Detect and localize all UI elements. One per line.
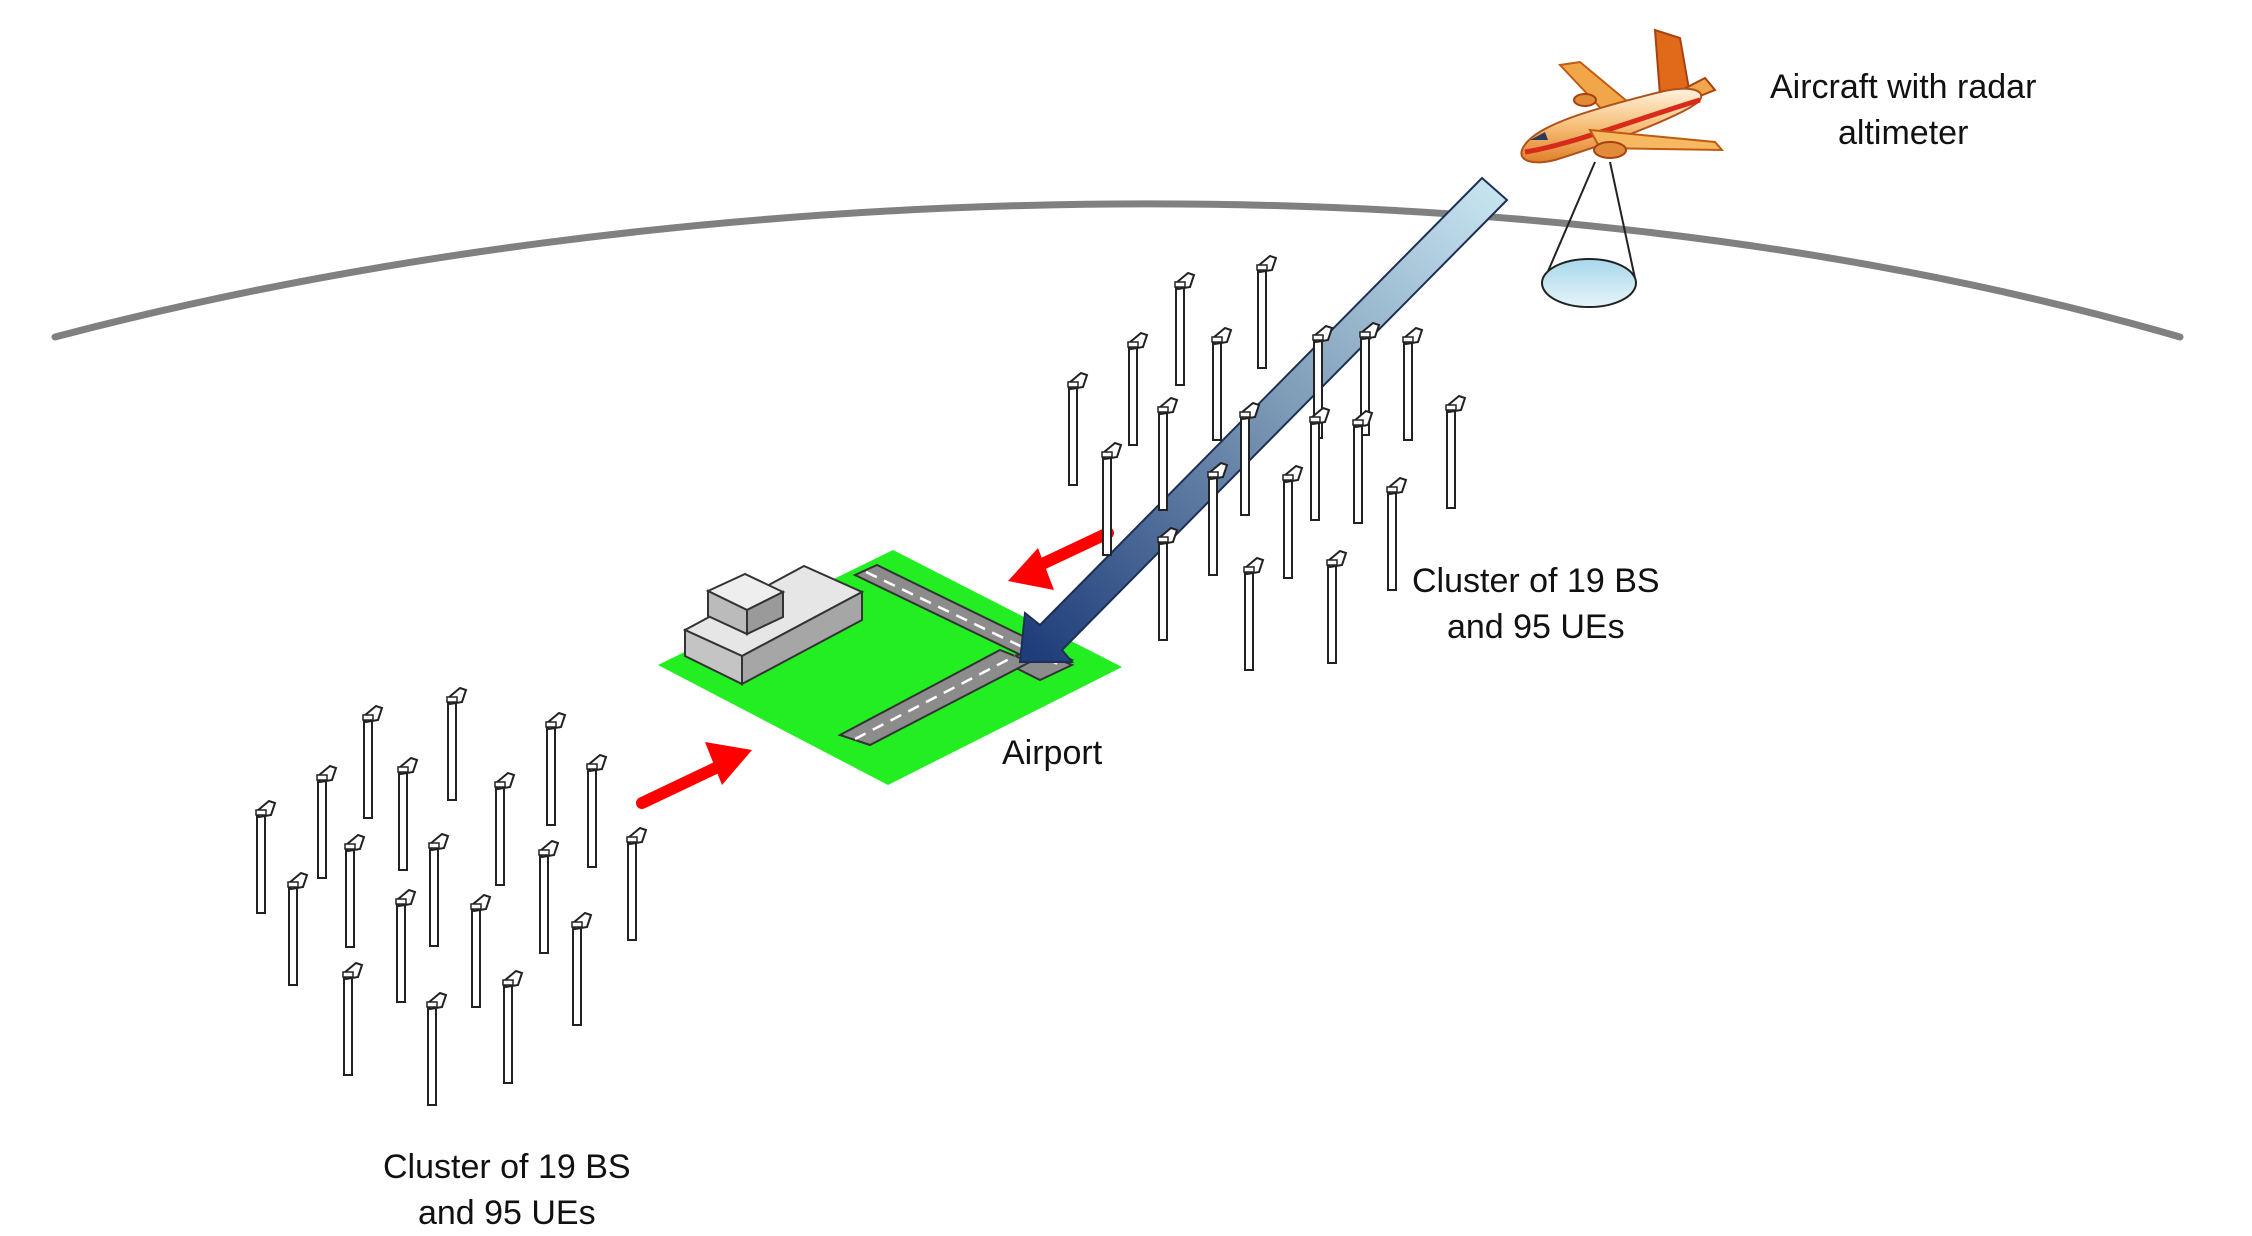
runway (837, 563, 1075, 747)
cluster-left-label-line1: Cluster of 19 BS (383, 1148, 631, 1186)
aircraft-icon (1520, 28, 1725, 164)
aircraft-label-line1: Aircraft with radar (1770, 68, 2037, 106)
aircraft-label: Aircraft with radar altimeter (1770, 64, 2036, 156)
radar-footprint-icon (1541, 161, 1637, 308)
aircraft-label-line2: altimeter (1838, 114, 1969, 152)
airport-label-text: Airport (1002, 734, 1103, 772)
bs-cluster-left (255, 687, 647, 1106)
cluster-right-label-line1: Cluster of 19 BS (1412, 562, 1660, 600)
altimeter-beam (1018, 176, 1509, 663)
cluster-left-label: Cluster of 19 BS and 95 UEs (383, 1144, 631, 1236)
airport-label: Airport (1002, 730, 1102, 776)
interference-arrow-left (636, 742, 752, 809)
cluster-right-label-line2: and 95 UEs (1446, 608, 1625, 646)
horizon-curve (51, 200, 2184, 341)
control-tower-icon (682, 564, 865, 686)
cluster-left-label-line2: and 95 UEs (417, 1194, 596, 1232)
bs-cluster-right (1067, 255, 1466, 671)
cluster-right-label: Cluster of 19 BS and 95 UEs (1412, 558, 1660, 650)
interference-arrow-right (1008, 527, 1114, 590)
